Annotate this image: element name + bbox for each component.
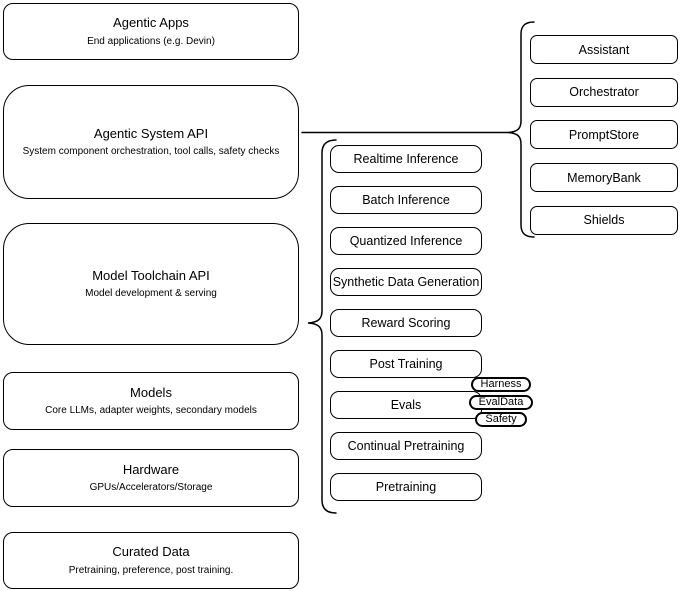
layer-box-agentic-system-api: Agentic System API System component orch… [3, 85, 299, 199]
toolchain-service-box: Realtime Inference [330, 145, 482, 173]
toolchain-service-box: Batch Inference [330, 186, 482, 214]
toolchain-service-box: Reward Scoring [330, 309, 482, 337]
layer-title: Agentic Apps [113, 15, 189, 31]
eval-component-pill: Safety [475, 412, 527, 427]
layer-box-curated-data: Curated Data Pretraining, preference, po… [3, 532, 299, 589]
toolchain-service-box: Quantized Inference [330, 227, 482, 255]
layer-subtitle: Model development & serving [85, 288, 217, 300]
toolchain-service-box: Post Training [330, 350, 482, 378]
layer-title: Agentic System API [93, 125, 209, 141]
toolchain-service-box: Continual Pretraining [330, 432, 482, 460]
layer-subtitle: Core LLMs, adapter weights, secondary mo… [45, 405, 257, 417]
layer-title: Model Toolchain API [92, 267, 210, 283]
layer-title: Curated Data [112, 544, 190, 560]
layer-title: Hardware [122, 461, 180, 477]
layer-box-models: Models Core LLMs, adapter weights, secon… [3, 372, 299, 430]
layer-subtitle: GPUs/Accelerators/Storage [89, 482, 213, 494]
layer-title: Models [130, 384, 172, 400]
layer-box-model-toolchain-api: Model Toolchain API Model development & … [3, 223, 299, 345]
system-components-brace [507, 21, 535, 238]
toolchain-brace [307, 139, 337, 514]
layer-box-agentic-apps: Agentic Apps End applications (e.g. Devi… [3, 3, 299, 60]
system-component-box: MemoryBank [530, 163, 678, 193]
system-component-box: Assistant [530, 35, 678, 64]
system-component-box: PromptStore [530, 120, 678, 150]
layer-subtitle: Pretraining, preference, post training. [68, 564, 234, 576]
eval-component-pill: Harness [470, 377, 532, 392]
layer-box-hardware: Hardware GPUs/Accelerators/Storage [3, 449, 299, 507]
eval-components-group: Harness EvalData Safety [462, 377, 540, 427]
system-component-box: Shields [530, 205, 678, 235]
layer-subtitle: End applications (e.g. Devin) [87, 35, 215, 47]
system-components-column: Assistant Orchestrator PromptStore Memor… [530, 35, 678, 235]
toolchain-services-column: Realtime Inference Batch Inference Quant… [330, 145, 482, 501]
layer-subtitle: System component orchestration, tool cal… [22, 146, 280, 158]
toolchain-service-box: Evals [330, 391, 482, 419]
eval-component-pill: EvalData [468, 394, 534, 410]
system-component-box: Orchestrator [530, 77, 678, 107]
toolchain-service-box: Synthetic Data Generation [330, 268, 482, 296]
toolchain-service-box: Pretraining [330, 473, 482, 501]
